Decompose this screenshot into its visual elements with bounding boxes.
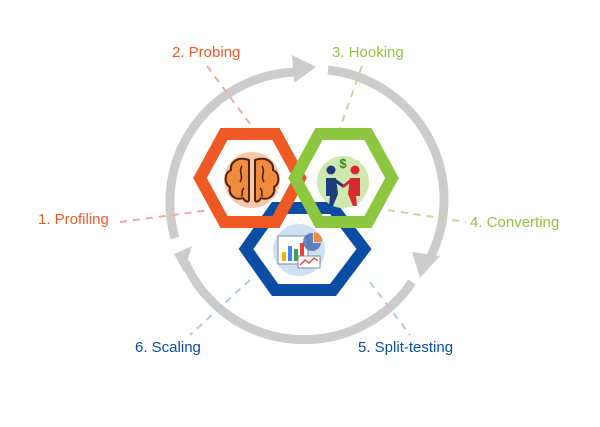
leader-line-converting — [387, 209, 467, 223]
step-label-scaling: 6. Scaling — [135, 339, 201, 356]
leader-line-profiling — [119, 209, 211, 223]
handshake-deal-icon: $ — [317, 156, 369, 208]
svg-text:$: $ — [339, 156, 347, 171]
hex-orange — [193, 128, 307, 228]
step-label-converting: 4. Converting — [470, 214, 560, 231]
cycle-arc-bottom — [180, 260, 416, 345]
brain-icon — [224, 152, 280, 208]
cycle-arrowhead-right-icon — [412, 252, 440, 278]
step-label-hooking: 3. Hooking — [332, 44, 404, 61]
hex-blue — [238, 202, 372, 296]
leader-line-hooking — [339, 65, 363, 129]
cycle-arrowhead-bottom-icon — [174, 246, 192, 272]
leader-lines — [119, 65, 467, 336]
step-label-profiling: 1. Profiling — [38, 211, 109, 228]
cycle-arc-top — [165, 67, 299, 240]
cycle-arc-right — [327, 65, 449, 261]
leader-line-split-testing — [369, 281, 411, 336]
step-label-probing: 2. Probing — [172, 44, 241, 61]
leader-line-scaling — [189, 279, 251, 336]
cycle-arrowhead-top-icon — [292, 55, 316, 83]
hex-green — [288, 128, 399, 228]
analytics-dashboard-icon — [273, 224, 325, 276]
cycle-ring — [165, 65, 449, 345]
step-label-split-testing: 5. Split-testing — [358, 339, 454, 356]
